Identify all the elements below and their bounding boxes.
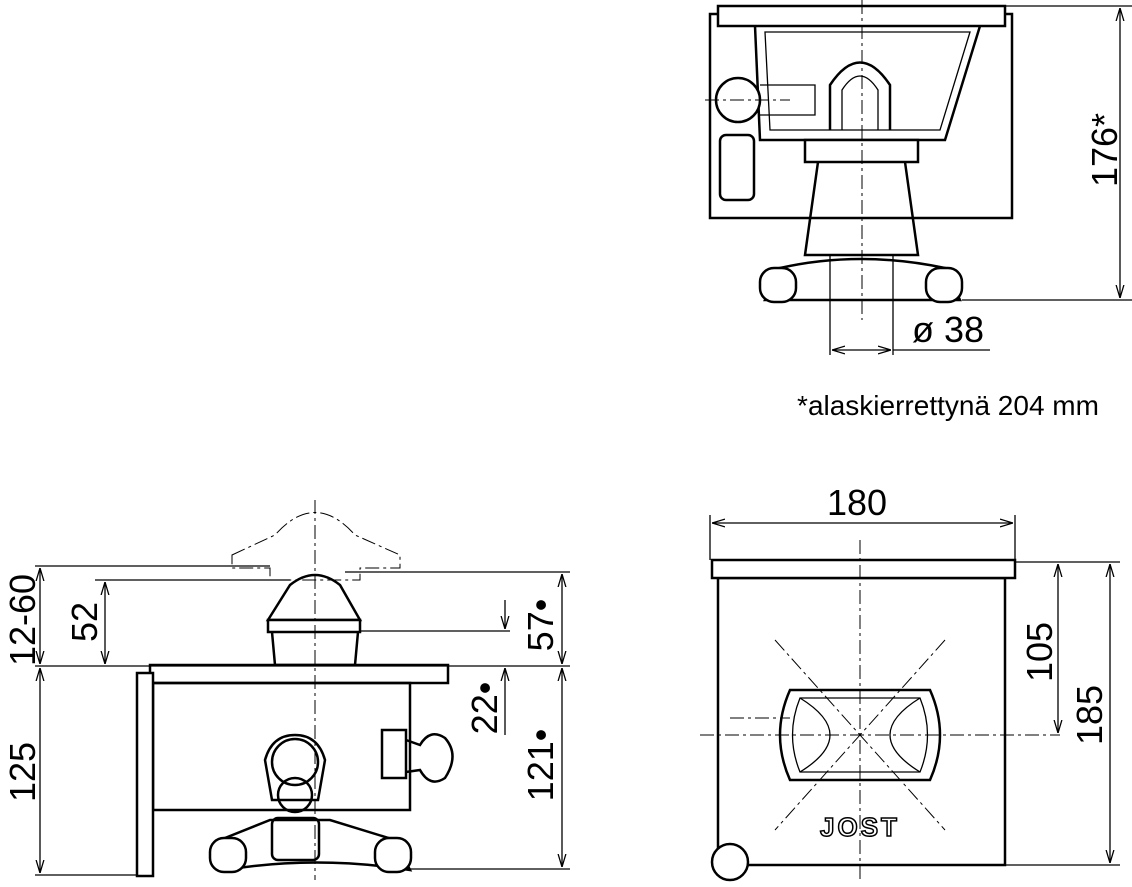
top-plate (710, 558, 1017, 580)
knob (828, 61, 892, 130)
body (151, 681, 412, 812)
side-view: 12-60 52 125 57• 22• 121• (2, 500, 570, 880)
dimension-125: 125 (2, 742, 43, 802)
dimension-22: 22• (464, 682, 505, 735)
top-plate (148, 663, 450, 685)
dimension-57: 57• (520, 599, 561, 652)
dimension-176: 176* (1084, 113, 1125, 187)
lever (718, 133, 756, 202)
raised-knob-outline (231, 512, 401, 581)
mount-bracket (135, 671, 155, 878)
jost-logo: JOST (820, 812, 900, 842)
front-view: JOST 180 105 185 (700, 482, 1120, 882)
socket (778, 688, 942, 782)
dimension-185: 185 (1069, 685, 1110, 745)
dimension-diameter-38: ø 38 (912, 309, 984, 350)
housing (753, 25, 982, 142)
footnote: *alaskierrettynä 204 mm (797, 390, 1099, 421)
top-view: 176* ø 38 *alaskierrettynä 204 mm (705, 0, 1132, 421)
knob-cone (265, 573, 363, 622)
dimension-121: 121• (520, 729, 561, 802)
dimension-52: 52 (64, 602, 105, 642)
dimension-12-60: 12-60 (2, 574, 43, 666)
lever-knob (710, 842, 750, 882)
lever (263, 733, 327, 802)
dimension-105: 105 (1019, 622, 1060, 682)
dimension-180: 180 (827, 482, 887, 523)
